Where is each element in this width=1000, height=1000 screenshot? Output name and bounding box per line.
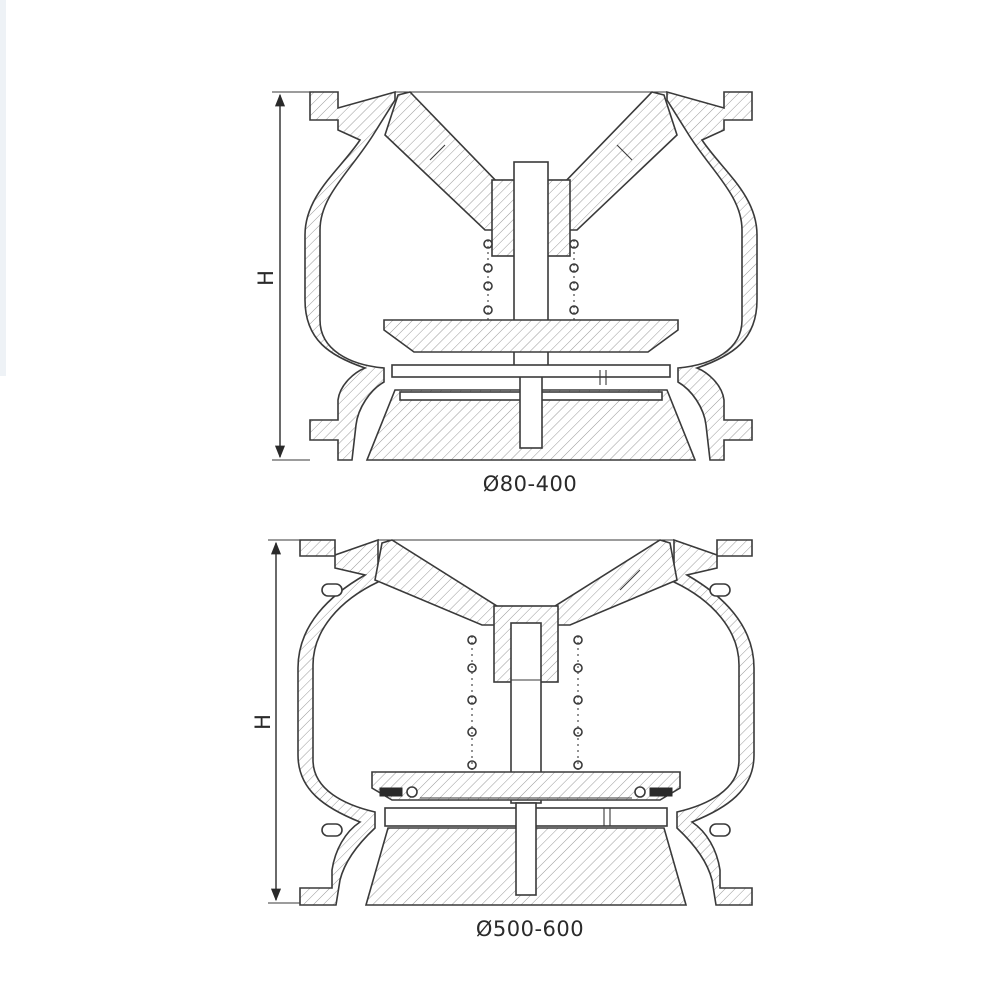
valve-drawing-small: H [254, 90, 758, 461]
seal-right [649, 787, 673, 797]
seal-left [379, 787, 403, 797]
body-right-half [666, 90, 758, 461]
guide-arm-right [551, 539, 678, 626]
body-left-half [304, 90, 396, 461]
guide-arm-left [374, 539, 501, 626]
valve-drawing-large: H [251, 538, 755, 906]
size-caption-large: Ø500-600 [475, 917, 585, 941]
valve-disc [371, 771, 681, 801]
height-dimension: H [254, 91, 310, 461]
size-caption-small: Ø80-400 [482, 472, 578, 496]
spring-right [573, 635, 583, 770]
body-left-half [297, 538, 379, 906]
edge-strip [0, 0, 6, 376]
guide-arm-right [561, 91, 678, 231]
height-label: H [254, 270, 278, 286]
spring-left [467, 635, 477, 770]
height-label: H [251, 714, 275, 730]
height-dimension: H [251, 539, 300, 904]
guide-arm-left [384, 91, 501, 231]
valve-disc [383, 319, 679, 353]
body-right-half [673, 538, 755, 906]
